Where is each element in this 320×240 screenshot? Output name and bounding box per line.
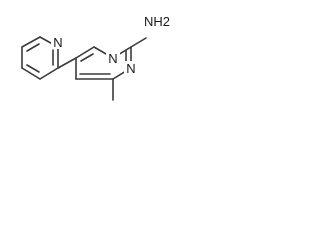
- atom-label-nh2: NH2: [144, 14, 170, 29]
- double-bond-inner: [80, 53, 94, 62]
- atom-label-n: N: [53, 35, 62, 50]
- bond: [39, 67, 59, 80]
- atom-amine: NH2: [141, 13, 175, 29]
- amine-bond: [130, 37, 147, 48]
- atom-pyrimidine-n1: N: [106, 51, 120, 66]
- bond: [75, 46, 95, 59]
- double-bond-inner: [26, 64, 40, 73]
- atom-pyrimidine-n3: N: [124, 61, 138, 76]
- atom-label-n: N: [126, 61, 135, 76]
- bond: [21, 67, 41, 80]
- molecule-diagram: N N N NH2: [21, 13, 175, 101]
- bond: [21, 36, 41, 48]
- inter-ring-bond: [57, 57, 77, 69]
- pyrimidine-ring: [75, 46, 132, 80]
- double-bond-inner: [26, 43, 40, 52]
- pyridine-ring: [21, 36, 59, 80]
- atom-label-n: N: [108, 51, 117, 66]
- atom-pyridine-n: N: [51, 35, 65, 50]
